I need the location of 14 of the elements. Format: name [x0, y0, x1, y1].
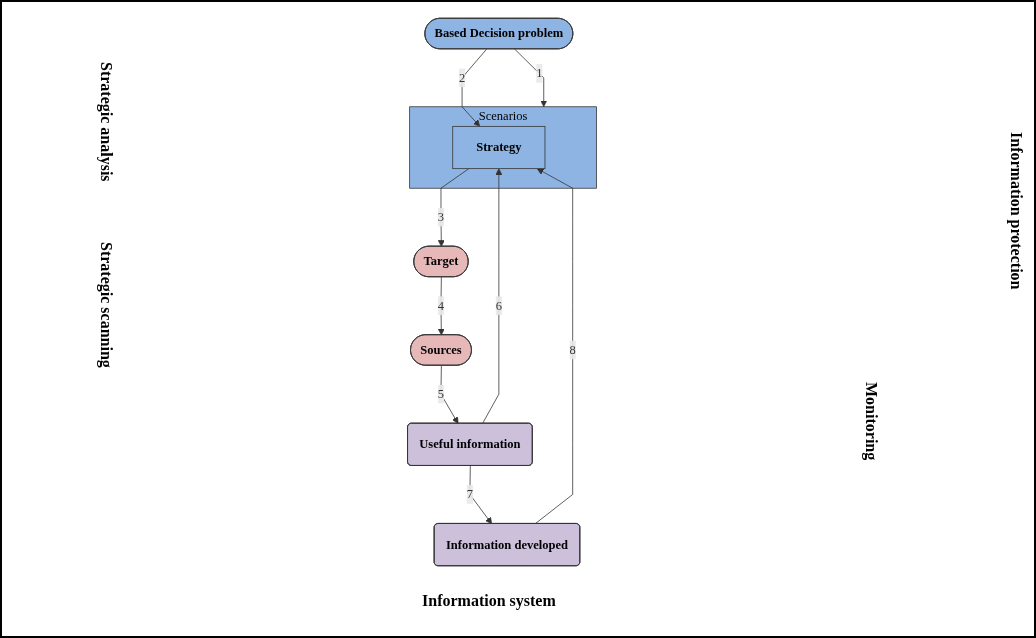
edge-label: 1: [536, 66, 543, 80]
edge-label: 8: [569, 342, 576, 357]
edge-label: 5: [437, 387, 445, 401]
vertical-label: Monitoring: [862, 382, 880, 461]
vertical-label: Strategic analysis: [97, 62, 115, 182]
edge-label: 3: [437, 210, 445, 224]
edge-label: 6: [495, 298, 502, 312]
edge-label: 2: [458, 70, 466, 85]
edge-label: 4: [437, 298, 445, 312]
vertical-label: Information protection: [1007, 132, 1025, 290]
edge-label: 7: [466, 487, 474, 501]
axis-label: Information system: [422, 592, 556, 610]
node-box: Strategy: [452, 125, 546, 170]
vertical-label: Strategic scanning: [97, 242, 115, 368]
